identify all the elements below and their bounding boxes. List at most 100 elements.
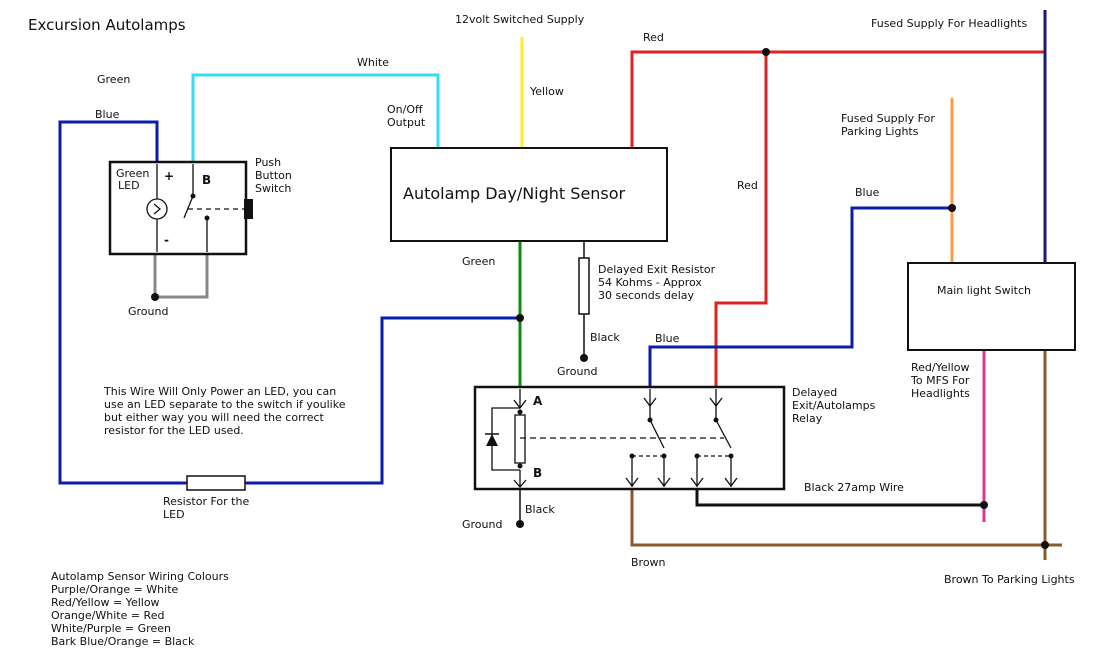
blue-led-wire-2 [245,316,520,485]
relay-contact-1-nc-arrow [625,477,639,488]
relay-dot-1 [517,409,523,415]
label-note-1: This Wire Will Only Power an LED, you ca… [103,385,336,398]
push-button-actuator [244,199,253,219]
label-minus: - [164,233,169,247]
label-ground-switch: Ground [128,305,168,318]
junction-ground-resistor [580,354,588,362]
red-sensor-wire [630,50,1045,148]
relay-dot-7 [694,453,700,459]
label-push-3: Switch [255,182,291,195]
label-relay-b: B [533,466,542,480]
label-resistor-1: Delayed Exit Resistor [598,263,716,276]
label-black-relay: Black [525,503,555,516]
diagram-title: Excursion Autolamps [28,16,186,34]
junction-blue-orange [948,204,956,212]
delay-resistor [578,257,590,315]
label-plus: + [164,169,174,183]
sensor-label: Autolamp Day/Night Sensor [403,184,626,203]
junction-brown [1041,541,1049,549]
relay-dot-8 [728,453,734,459]
label-blue-top: Blue [95,108,120,121]
switch-contact-1 [190,193,196,199]
label-blue-relay: Blue [855,186,880,199]
legend-line: Purple/Orange = White [51,583,179,596]
label-ry-1: Red/Yellow [911,361,969,374]
label-relay-1: Delayed [792,386,837,399]
relay-diode [486,434,498,446]
legend-line: Red/Yellow = Yellow [51,596,160,609]
relay-dot-3 [647,417,653,423]
wires [58,10,1062,560]
relay-dot-6 [713,417,719,423]
junction-blue-green [516,314,524,322]
switch-internals [146,164,244,252]
legend-line: Bark Blue/Orange = Black [51,635,195,648]
label-b-switch: B [202,173,211,187]
relay-dot-4 [629,453,635,459]
label-note-4: resistor for the LED used. [104,424,244,437]
label-fused-parking-2: Parking Lights [841,125,919,138]
label-red-mid: Red [737,179,758,192]
junction-ground-relay [516,520,524,528]
push-button-box [108,160,248,256]
label-note-2: use an LED separate to the switch if you… [104,398,346,411]
legend-line: Autolamp Sensor Wiring Colours [51,570,229,583]
label-red-top: Red [643,31,664,44]
gray-ground-wire [153,254,209,299]
label-push-2: Button [255,169,292,182]
junctions [151,48,1049,549]
label-blue-mid: Blue [655,332,680,345]
label-green-top: Green [97,73,130,86]
white-output-wire [191,73,440,162]
label-main-switch: Main light Switch [937,284,1031,297]
switch-contact-2 [204,215,210,221]
legend-line: Orange/White = Red [51,609,164,622]
label-green-led-1: Green [116,167,149,180]
thin-wires [519,241,585,524]
label-fused-headlights: Fused Supply For Headlights [871,17,1027,30]
sensor-box [390,147,668,242]
switch-blade [183,195,194,219]
led-resistor [186,475,246,491]
brown-parking-wire [630,489,1062,547]
label-green-mid: Green [462,255,495,268]
junction-ground-switch [151,293,159,301]
relay-dot-2 [517,463,523,469]
blue-relay-wire [648,206,954,387]
label-note-3: but either way you will need the correct [104,411,325,424]
label-onoff-1: On/Off [387,103,423,116]
led-arrow [153,203,162,215]
relay-box [473,385,786,491]
label-relay-a: A [533,394,543,408]
label-push-1: Push [255,156,281,169]
label-resistor-2: 54 Kohms - Approx [598,276,702,289]
red-relay-wire [714,52,768,387]
relay-dot-5 [661,453,667,459]
relay-contact-2-arrow [709,397,723,408]
label-led-res-2: LED [163,508,185,521]
relay-contact-1-no-arrow [657,477,671,488]
label-12v-supply: 12volt Switched Supply [455,13,585,26]
label-black-resistor: Black [590,331,620,344]
relay-coil [514,414,526,464]
relay-internals [491,389,738,488]
relay-contact-1-blade [649,419,665,449]
label-resistor-3: 30 seconds delay [598,289,694,302]
relay-contact-2-nc-arrow [690,477,704,488]
label-brown: Brown [631,556,666,569]
relay-contact-1-arrow [643,397,657,408]
label-yellow: Yellow [529,85,564,98]
blue-led-wire [58,120,187,485]
label-ground-resistor: Ground [557,365,597,378]
label-brown-parking: Brown To Parking Lights [944,573,1075,586]
relay-contact-2-no-arrow [724,477,738,488]
label-white: White [357,56,389,69]
label-relay-3: Relay [792,412,823,425]
junction-red [762,48,770,56]
relay-terminal-b-arrow [513,479,527,488]
label-led-res-1: Resistor For the [163,495,249,508]
label-ry-3: Headlights [911,387,970,400]
legend-line: White/Purple = Green [51,622,171,635]
label-ground-relay: Ground [462,518,502,531]
